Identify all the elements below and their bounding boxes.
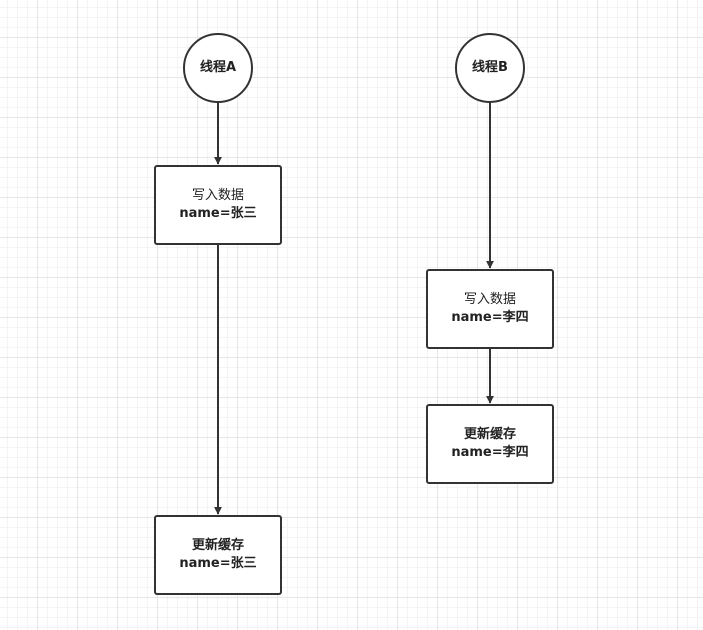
thread-a-cache-node[interactable]: 更新缓存 name=张三 xyxy=(154,515,282,595)
thread-b-write-value: name=李四 xyxy=(451,310,529,325)
thread-a-write-action: 写入数据 xyxy=(191,188,244,203)
thread-b-start-node[interactable]: 线程B xyxy=(455,33,525,103)
thread-b-cache-value: name=李四 xyxy=(451,445,529,460)
thread-a-cache-action: 更新缓存 xyxy=(191,538,244,553)
thread-a-write-node[interactable]: 写入数据 name=张三 xyxy=(154,165,282,245)
thread-b-write-action: 写入数据 xyxy=(463,292,516,307)
thread-b-cache-action: 更新缓存 xyxy=(463,427,516,442)
thread-a-write-value: name=张三 xyxy=(179,206,257,221)
thread-b-cache-node[interactable]: 更新缓存 name=李四 xyxy=(426,404,554,484)
thread-a-start-label: 线程A xyxy=(199,60,237,75)
thread-b-start-label: 线程B xyxy=(472,60,508,75)
thread-a-cache-value: name=张三 xyxy=(179,556,257,571)
thread-b-write-node[interactable]: 写入数据 name=李四 xyxy=(426,269,554,349)
thread-a-start-node[interactable]: 线程A xyxy=(183,33,253,103)
